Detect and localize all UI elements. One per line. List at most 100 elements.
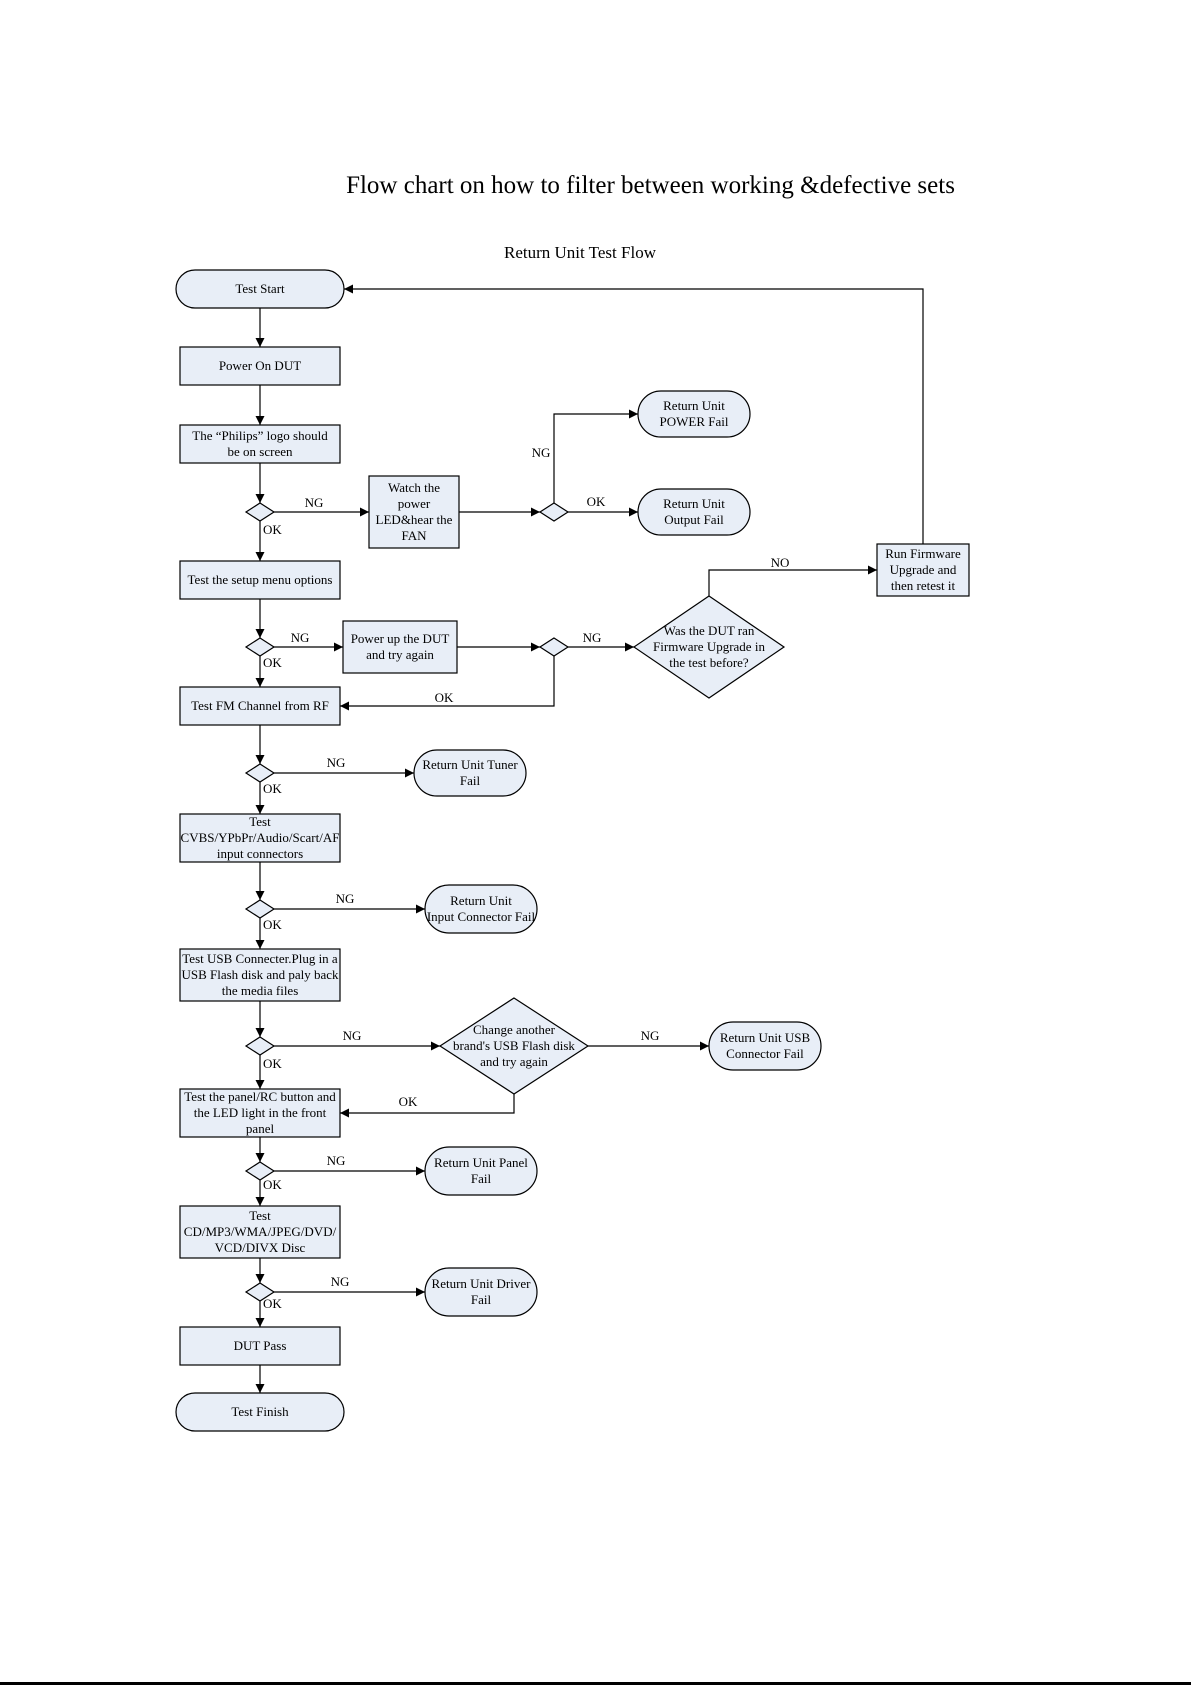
input-connectors-text: CVBS/YPbPr/Audio/Scart/AF — [181, 830, 340, 845]
panel-fail-text: Fail — [471, 1171, 492, 1186]
edge-label-ng: NG — [532, 445, 551, 460]
disc-test-text: VCD/DIVX Disc — [215, 1240, 306, 1255]
edge-label-ok: OK — [263, 655, 282, 670]
dec-setup-diamond — [244, 637, 276, 657]
input-fail-text: Input Connector Fail — [427, 909, 536, 924]
panel-test-text: panel — [246, 1121, 275, 1136]
edge-label-ok: OK — [263, 1177, 282, 1192]
edge-label-ng: NG — [327, 1153, 346, 1168]
edge-firmware-to-start — [344, 284, 924, 544]
node-dut-pass: DUT Pass — [179, 1326, 341, 1366]
node-setup-menu: Test the setup menu options — [179, 560, 341, 600]
power-up-again-text: and try again — [366, 647, 434, 662]
input-fail-text: Return Unit — [450, 893, 512, 908]
disc-test-text: CD/MP3/WMA/JPEG/DVD/ — [184, 1224, 337, 1239]
edge-label-ok: OK — [263, 781, 282, 796]
power-fail-text: Return Unit — [663, 398, 725, 413]
edge-dec2-to-powerfail — [553, 409, 638, 503]
panel-test-text: Test the panel/RC button and — [184, 1089, 336, 1104]
bottom-rule — [0, 1682, 1191, 1685]
usb-change-text: Change another — [473, 1022, 556, 1037]
dec-usb-diamond — [244, 1036, 276, 1056]
edge-label-ng: NG — [343, 1028, 362, 1043]
panel-fail-text: Return Unit Panel — [434, 1155, 528, 1170]
firmware-question-text: Was the DUT ran — [664, 623, 755, 638]
usb-test-text: Test USB Connecter.Plug in a — [182, 951, 338, 966]
philips-logo-text: The “Philips” logo should — [192, 428, 328, 443]
edge-label-ok: OK — [263, 917, 282, 932]
edge-labels: NGOKNGOKNONGOKNGOKNGOKNGOKNGOKNGOKNGOKNG… — [263, 445, 789, 1311]
run-firmware-text: Upgrade and — [890, 562, 957, 577]
edge-label-ng: NG — [305, 495, 324, 510]
edge-label-ng: NG — [327, 755, 346, 770]
edge-usbchange-ok-to-panel — [340, 1094, 515, 1118]
tuner-fail-text: Fail — [460, 773, 481, 788]
dec-logo-diamond — [244, 502, 276, 522]
dec-fm-diamond — [244, 763, 276, 783]
dec-power-diamond — [538, 502, 570, 522]
test-finish-text: Test Finish — [231, 1404, 289, 1419]
input-connectors-text: Test — [249, 814, 271, 829]
edge-label-ok: OK — [435, 690, 454, 705]
dec-disc-diamond — [244, 1282, 276, 1302]
setup-menu-text: Test the setup menu options — [188, 572, 333, 587]
philips-logo-text: be on screen — [228, 444, 293, 459]
node-fm-channel: Test FM Channel from RF — [179, 686, 341, 726]
node-test-finish: Test Finish — [175, 1392, 345, 1432]
power-on-text: Power On DUT — [219, 358, 301, 373]
fm-channel-text: Test FM Channel from RF — [191, 698, 329, 713]
firmware-question-text: the test before? — [669, 655, 749, 670]
node-power-on: Power On DUT — [179, 346, 341, 386]
run-firmware-text: Run Firmware — [885, 546, 961, 561]
watch-power-text: FAN — [401, 528, 427, 543]
node-test-start: Test Start — [175, 269, 345, 309]
output-fail-text: Return Unit — [663, 496, 725, 511]
connectors — [255, 284, 924, 1393]
firmware-question-text: Firmware Upgrade in — [653, 639, 765, 654]
edge-label-ok: OK — [263, 522, 282, 537]
edge-question-no-to-firmware — [708, 565, 877, 596]
edge-label-ok: OK — [399, 1094, 418, 1109]
usb-fail-text: Return Unit USB — [720, 1030, 811, 1045]
output-fail-text: Output Fail — [664, 512, 724, 527]
usb-change-text: and try again — [480, 1054, 548, 1069]
edge-label-ng: NG — [583, 630, 602, 645]
watch-power-text: LED&hear the — [376, 512, 453, 527]
driver-fail-text: Fail — [471, 1292, 492, 1307]
edge-label-ng: NG — [331, 1274, 350, 1289]
disc-test-text: Test — [249, 1208, 271, 1223]
driver-fail-text: Return Unit Driver — [432, 1276, 532, 1291]
dec-retry-diamond — [538, 637, 570, 657]
edge-label-ng: NG — [291, 630, 310, 645]
dut-pass-text: DUT Pass — [234, 1338, 287, 1353]
dec-panel-diamond — [244, 1161, 276, 1181]
usb-test-text: the media files — [222, 983, 299, 998]
page-subtitle: Return Unit Test Flow — [504, 243, 656, 262]
power-up-again-text: Power up the DUT — [351, 631, 450, 646]
edge-label-ok: OK — [587, 494, 606, 509]
edge-label-ok: OK — [263, 1056, 282, 1071]
panel-test-text: the LED light in the front — [194, 1105, 327, 1120]
usb-test-text: USB Flash disk and paly back — [181, 967, 339, 982]
edge-label-ng: NG — [641, 1028, 660, 1043]
run-firmware-text: then retest it — [891, 578, 956, 593]
dec-input-diamond — [244, 899, 276, 919]
power-fail-text: POWER Fail — [660, 414, 729, 429]
